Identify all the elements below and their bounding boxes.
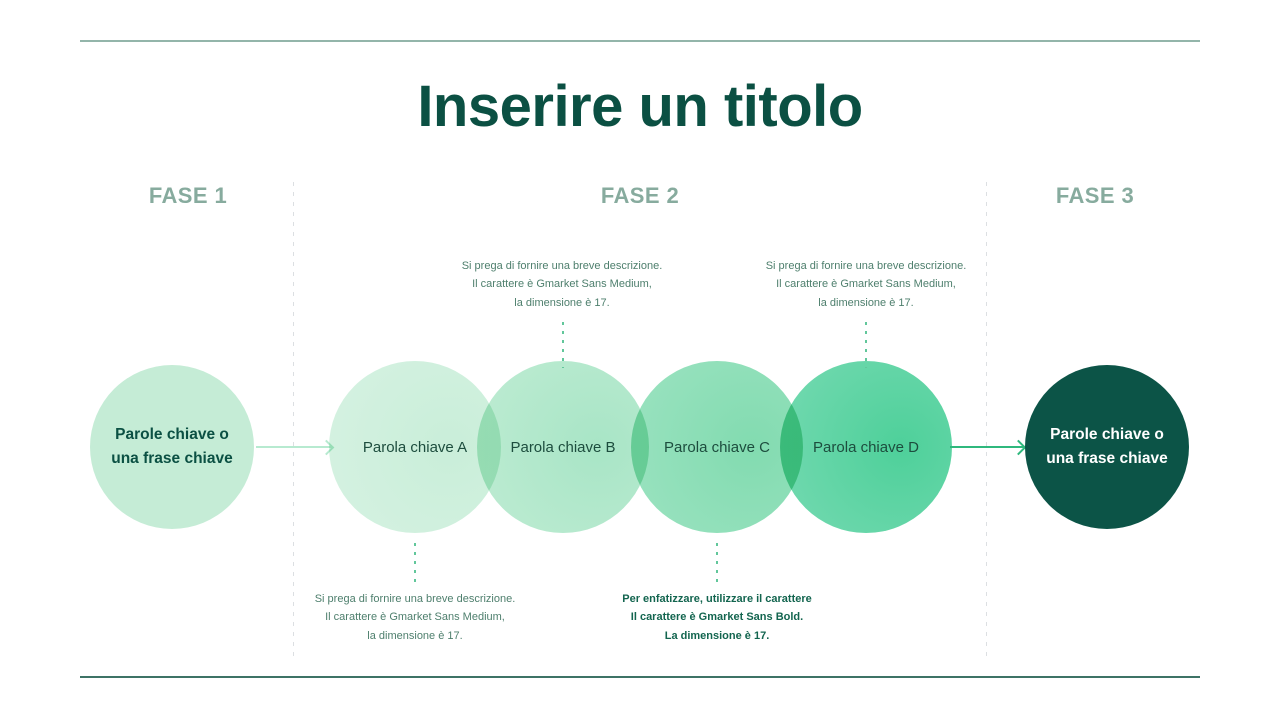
- step-circle-b-label: Parola chiave B: [510, 438, 616, 456]
- start-circle-line-1: Parole chiave o: [115, 425, 229, 443]
- step-circle-c-label: Parola chiave C: [664, 438, 770, 456]
- note-step-b-line-3: la dimensione è 17.: [514, 296, 610, 309]
- step-circle-b[interactable]: Parola chiave B: [477, 361, 649, 533]
- start-circle-line-2: una frase chiave: [111, 450, 233, 467]
- connector-stem-a-icon: [414, 543, 416, 585]
- note-step-c: Per enfatizzare, utilizzare il carattere…: [577, 590, 857, 645]
- note-step-c-line-3: La dimensione è 17.: [664, 629, 770, 642]
- note-step-b-line-2: Il carattere è Gmarket Sans Medium,: [472, 278, 652, 291]
- step-circle-a[interactable]: Parola chiave A: [329, 361, 501, 533]
- phase-divider-2: [986, 182, 987, 660]
- phase-divider-1: [293, 182, 294, 660]
- start-circle[interactable]: Parole chiave o una frase chiave: [90, 365, 254, 529]
- note-step-a-line-2: Il carattere è Gmarket Sans Medium,: [325, 611, 505, 624]
- finish-circle-line-2: una frase chiave: [1046, 450, 1168, 467]
- step-circle-c[interactable]: Parola chiave C: [631, 361, 803, 533]
- note-step-a-line-3: la dimensione è 17.: [367, 629, 463, 642]
- phase-label-1: FASE 1: [148, 183, 228, 208]
- connector-stem-d-icon: [865, 322, 867, 368]
- step-circle-d[interactable]: Parola chiave D: [780, 361, 952, 533]
- page-title: Inserire un titolo: [417, 74, 863, 139]
- connector-stem-b-icon: [562, 322, 564, 368]
- note-step-d-line-2: Il carattere è Gmarket Sans Medium,: [776, 278, 956, 291]
- note-step-a: Si prega di fornire una breve descrizion…: [275, 590, 555, 645]
- finish-circle[interactable]: Parole chiave o una frase chiave: [1025, 365, 1189, 529]
- note-step-b: Si prega di fornire una breve descrizion…: [422, 257, 702, 312]
- phase-label-3: FASE 3: [1055, 183, 1135, 208]
- note-step-c-line-2: Il carattere è Gmarket Sans Bold.: [630, 611, 804, 624]
- bottom-rule: [80, 676, 1200, 678]
- note-step-d-line-1: Si prega di fornire una breve descrizion…: [765, 260, 967, 272]
- note-step-a-line-1: Si prega di fornire una breve descrizion…: [314, 593, 516, 605]
- note-step-c-line-1: Per enfatizzare, utilizzare il carattere: [622, 593, 812, 605]
- arrow-steps-to-finish-icon: [950, 446, 1024, 448]
- note-step-b-line-1: Si prega di fornire una breve descrizion…: [461, 260, 663, 272]
- arrow-start-to-steps-icon: [256, 446, 332, 448]
- note-step-d: Si prega di fornire una breve descrizion…: [726, 257, 1006, 312]
- top-rule: [80, 40, 1200, 42]
- step-circle-d-label: Parola chiave D: [813, 438, 919, 456]
- note-step-d-line-3: la dimensione è 17.: [818, 296, 914, 309]
- phase-label-2: FASE 2: [600, 183, 680, 208]
- step-circle-a-label: Parola chiave A: [362, 438, 468, 456]
- finish-circle-line-1: Parole chiave o: [1050, 425, 1164, 443]
- connector-stem-c-icon: [716, 543, 718, 585]
